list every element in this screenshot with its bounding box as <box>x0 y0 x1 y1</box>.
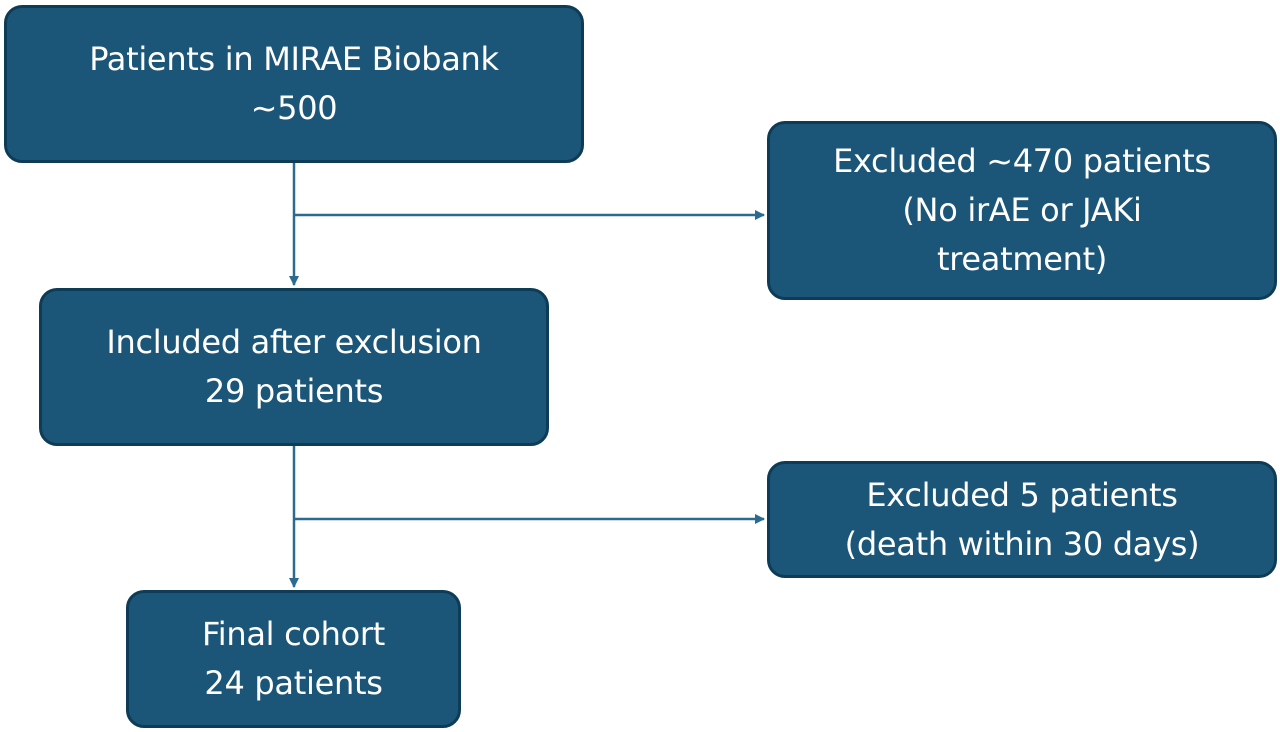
biobank-title: Patients in MIRAE Biobank <box>89 40 499 78</box>
excluded-first-title: Excluded ~470 patients <box>833 142 1211 180</box>
biobank-box: Patients in MIRAE Biobank ~500 <box>4 5 584 163</box>
final-count: 24 patients <box>204 664 383 702</box>
final-cohort-box: Final cohort 24 patients <box>126 590 461 728</box>
included-title: Included after exclusion <box>106 323 482 361</box>
biobank-count: ~500 <box>250 89 338 127</box>
excluded-second-title: Excluded 5 patients <box>866 475 1178 514</box>
included-count: 29 patients <box>204 372 384 410</box>
excluded-first-reason-line1: (No irAE or JAKi <box>902 191 1142 229</box>
final-title: Final cohort <box>201 615 386 653</box>
excluded-second-reason: (death within 30 days) <box>844 524 1200 563</box>
excluded-first-box: Excluded ~470 patients (No irAE or JAKi … <box>767 121 1277 300</box>
included-box: Included after exclusion 29 patients <box>39 288 549 446</box>
excluded-first-reason-line2: treatment) <box>936 240 1108 278</box>
excluded-second-box: Excluded 5 patients (death within 30 day… <box>767 461 1277 578</box>
